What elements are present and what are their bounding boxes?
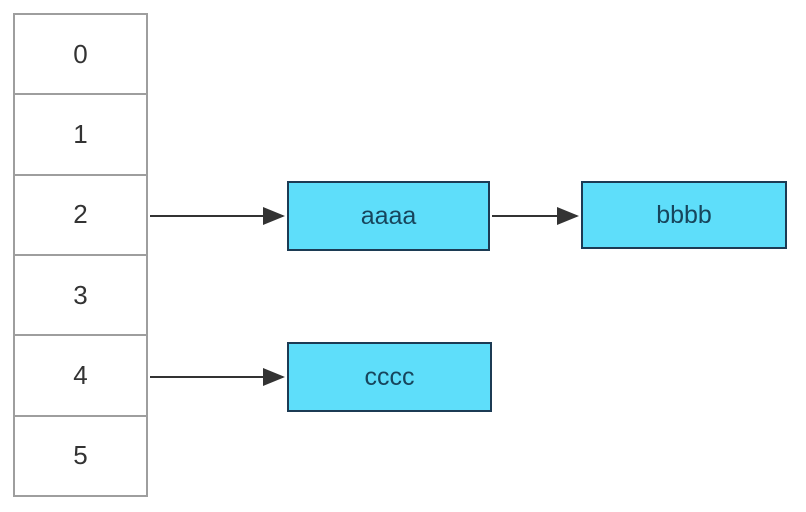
bucket-cell-0: 0	[15, 15, 146, 96]
bucket-array: 0 1 2 3 4 5	[13, 13, 148, 497]
bucket-index-label: 5	[73, 440, 88, 471]
bucket-index-label: 1	[73, 118, 88, 149]
node-cccc: cccc	[287, 342, 492, 412]
node-label: cccc	[364, 362, 415, 391]
bucket-cell-3: 3	[15, 256, 146, 337]
bucket-cell-1: 1	[15, 95, 146, 176]
bucket-index-label: 4	[73, 359, 88, 390]
bucket-cell-5: 5	[15, 417, 146, 495]
node-label: aaaa	[360, 201, 417, 230]
bucket-cell-4: 4	[15, 336, 146, 417]
node-bbbb: bbbb	[581, 181, 787, 249]
bucket-index-label: 0	[73, 38, 88, 69]
node-label: bbbb	[656, 200, 712, 229]
bucket-cell-2: 2	[15, 176, 146, 256]
bucket-index-label: 3	[73, 279, 88, 310]
node-aaaa: aaaa	[287, 181, 490, 251]
bucket-index-label: 2	[73, 199, 88, 230]
